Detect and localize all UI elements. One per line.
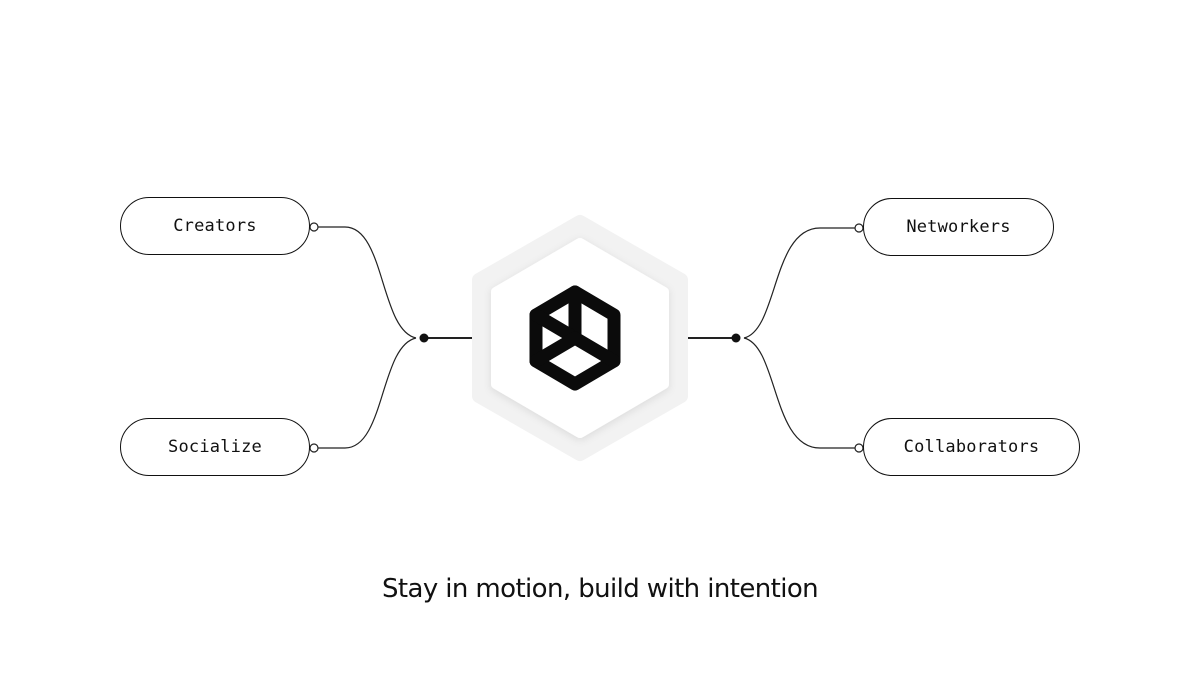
node-collaborators-label: Collaborators xyxy=(903,437,1040,457)
hub-dot-right xyxy=(731,333,741,343)
connector-creators xyxy=(318,226,417,339)
port-socialize xyxy=(309,443,319,453)
connector-collaborators xyxy=(743,337,855,449)
connector-networkers xyxy=(743,227,855,339)
node-networkers-label: Networkers xyxy=(906,217,1011,237)
port-networkers xyxy=(854,223,864,233)
port-creators xyxy=(309,222,319,232)
port-collaborators xyxy=(854,443,864,453)
node-creators-label: Creators xyxy=(173,216,257,236)
node-socialize-label: Socialize xyxy=(168,437,262,457)
left-connectors xyxy=(318,226,476,449)
hub-dot-left xyxy=(419,333,429,343)
tagline: Stay in motion, build with intention xyxy=(381,574,819,604)
node-collaborators[interactable]: Collaborators xyxy=(863,418,1080,476)
node-socialize[interactable]: Socialize xyxy=(120,418,310,476)
hexagonal-cube-logo-icon xyxy=(529,285,621,391)
connector-socialize xyxy=(318,337,417,449)
node-networkers[interactable]: Networkers xyxy=(863,198,1054,256)
right-connectors xyxy=(684,227,855,449)
node-creators[interactable]: Creators xyxy=(120,197,310,255)
